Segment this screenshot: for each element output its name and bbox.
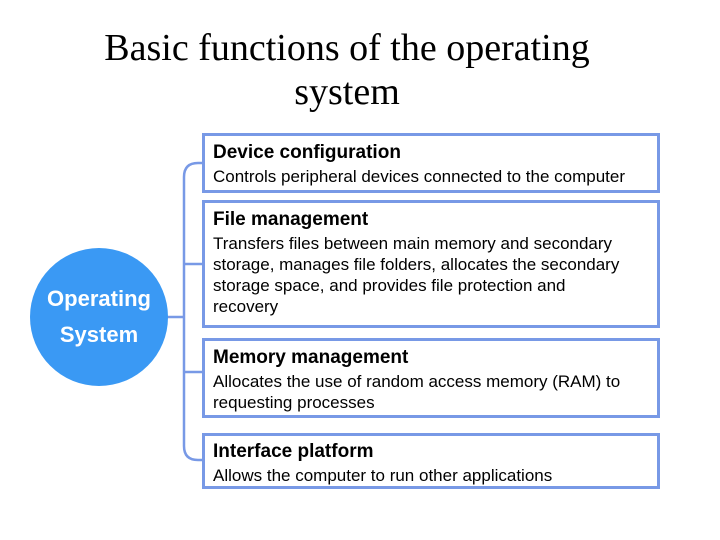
operating-system-label: Operating System — [47, 286, 151, 347]
slide-title: Basic functions of the operating system — [104, 27, 590, 113]
function-box-interface-platform: Interface platform Allows the computer t… — [202, 433, 660, 489]
function-box-heading: File management — [213, 209, 369, 230]
operating-system-node: Operating System — [30, 248, 168, 386]
function-box-heading: Device configuration — [213, 142, 401, 163]
function-box-body: Controls peripheral devices connected to… — [213, 167, 626, 186]
function-box-memory-management: Memory management Allocates the use of r… — [202, 338, 660, 418]
function-box-body: Allows the computer to run other applica… — [213, 466, 553, 485]
function-box-file-management: File management Transfers files between … — [202, 200, 660, 328]
function-box-body: Allocates the use of random access memor… — [213, 372, 621, 412]
connector-spine — [182, 161, 202, 462]
function-box-body: Transfers files between main memory and … — [213, 234, 620, 316]
function-box-heading: Memory management — [213, 347, 409, 368]
function-box-device-configuration: Device configuration Controls peripheral… — [202, 133, 660, 193]
function-box-heading: Interface platform — [213, 441, 374, 462]
